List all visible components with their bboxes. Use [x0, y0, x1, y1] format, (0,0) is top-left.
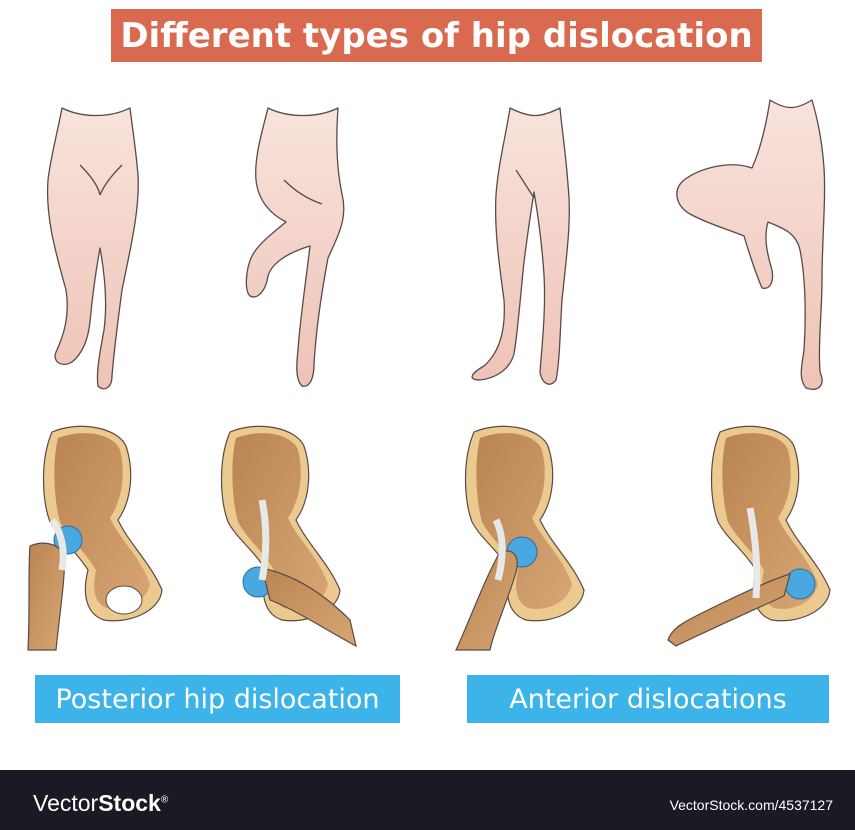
anterior-label-text: Anterior dislocations	[509, 684, 787, 715]
brand-logo: VectorStock®	[33, 790, 168, 817]
body-figure-4	[677, 100, 825, 389]
footer-bar: VectorStock® VectorStock.com/4537127	[0, 770, 855, 830]
brand-regular: Vector	[33, 790, 98, 816]
body-figure-1	[48, 108, 139, 389]
brand-bold: Stock	[98, 790, 161, 816]
pelvis-diagram-2	[222, 426, 357, 646]
posterior-label-text: Posterior hip dislocation	[55, 684, 379, 715]
brand-mark: ®	[161, 794, 168, 805]
body-figure-3	[472, 108, 569, 384]
body-figure-2	[246, 108, 343, 386]
pelvis-diagram-1	[28, 426, 162, 650]
footer-url: VectorStock.com/4537127	[670, 797, 833, 813]
posterior-dislocation-label: Posterior hip dislocation	[35, 675, 400, 723]
hip-dislocation-illustration	[0, 0, 855, 770]
pelvis-diagram-3	[456, 426, 584, 650]
pelvis-diagram-4	[668, 426, 830, 646]
anterior-dislocation-label: Anterior dislocations	[467, 675, 829, 723]
